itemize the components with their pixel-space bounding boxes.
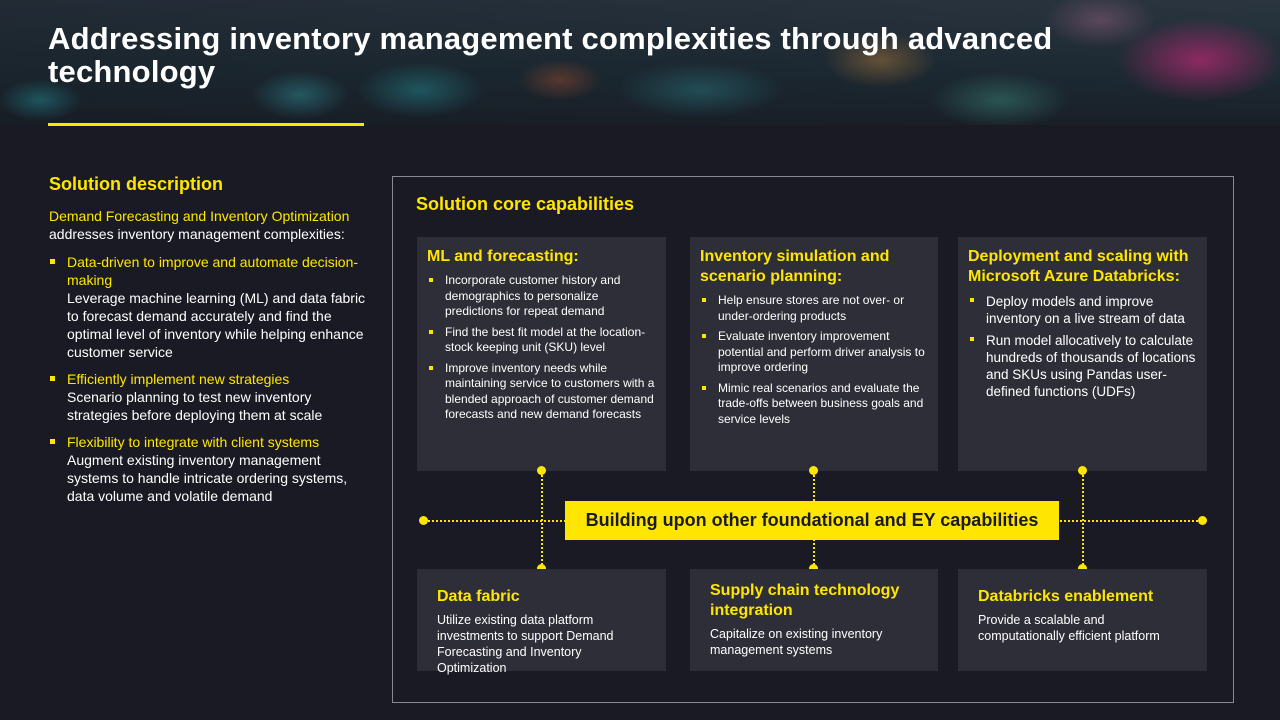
list-item: Data-driven to improve and automate deci… [49, 253, 369, 361]
solution-intro: Demand Forecasting and Inventory Optimiz… [49, 207, 369, 243]
card-ml-forecasting: ML and forecasting: Incorporate customer… [417, 237, 666, 471]
list-item: Run model allocatively to calculate hund… [968, 332, 1197, 400]
card-title: Deployment and scaling with Microsoft Az… [968, 248, 1189, 285]
card-title: Databricks enablement [978, 588, 1154, 605]
list-item: Improve inventory needs while maintainin… [427, 361, 656, 423]
list-item: Incorporate customer history and demogra… [427, 273, 656, 320]
card-inventory-simulation: Inventory simulation and scenario planni… [690, 237, 938, 471]
solution-description: Solution description Demand Forecasting … [49, 174, 369, 514]
list-item: Mimic real scenarios and evaluate the tr… [700, 381, 928, 428]
card-text: Provide a scalable and computationally e… [978, 613, 1160, 643]
foundational-banner: Building upon other foundational and EY … [565, 501, 1059, 540]
card-list: Deploy models and improve inventory on a… [968, 293, 1197, 400]
list-item: Flexibility to integrate with client sys… [49, 433, 369, 505]
item-text: Augment existing inventory management sy… [67, 452, 348, 504]
connector-dot [537, 466, 546, 475]
card-data-fabric: Data fabric Utilize existing data platfo… [417, 569, 666, 675]
page-title: Addressing inventory management complexi… [48, 21, 1053, 89]
list-item: Find the best fit model at the location-… [427, 325, 656, 356]
connector-vertical [541, 471, 543, 569]
capabilities-heading: Solution core capabilities [416, 194, 635, 214]
list-item: Help ensure stores are not over- or unde… [700, 293, 928, 324]
capabilities-panel: Solution core capabilities ML and foreca… [392, 176, 1234, 703]
item-title: Flexibility to integrate with client sys… [67, 434, 320, 450]
card-deployment-scaling: Deployment and scaling with Microsoft Az… [958, 237, 1207, 471]
card-list: Help ensure stores are not over- or unde… [700, 293, 928, 427]
solution-list: Data-driven to improve and automate deci… [49, 253, 369, 505]
list-item: Deploy models and improve inventory on a… [968, 293, 1197, 327]
card-title: Data fabric [437, 588, 520, 605]
connector-dot [537, 564, 546, 573]
header-banner [0, 0, 1280, 125]
connector-dot [419, 516, 428, 525]
intro-highlight: Demand Forecasting and Inventory Optimiz… [49, 208, 350, 224]
intro-rest: addresses inventory management complexit… [49, 226, 345, 242]
connector-vertical [1082, 471, 1084, 569]
item-text: Scenario planning to test new inventory … [67, 389, 323, 423]
connector-dot [809, 466, 818, 475]
connector-dot [809, 564, 818, 573]
item-title: Data-driven to improve and automate deci… [67, 254, 359, 288]
item-text: Leverage machine learning (ML) and data … [67, 290, 366, 360]
solution-heading: Solution description [49, 174, 223, 194]
card-databricks-enablement: Databricks enablement Provide a scalable… [958, 569, 1207, 671]
card-title: Supply chain technology integration [710, 582, 900, 619]
card-supply-chain: Supply chain technology integration Capi… [690, 569, 938, 671]
list-item: Efficiently implement new strategies Sce… [49, 370, 369, 424]
card-list: Incorporate customer history and demogra… [427, 273, 656, 423]
list-item: Evaluate inventory improvement potential… [700, 329, 928, 376]
card-text: Capitalize on existing inventory managem… [710, 627, 883, 657]
card-title: Inventory simulation and scenario planni… [700, 248, 890, 285]
card-text: Utilize existing data platform investmen… [437, 613, 614, 675]
title-underline [48, 123, 364, 126]
connector-dot [1078, 466, 1087, 475]
card-title: ML and forecasting: [427, 248, 579, 265]
connector-dot [1198, 516, 1207, 525]
connector-dot [1078, 564, 1087, 573]
item-title: Efficiently implement new strategies [67, 371, 290, 387]
